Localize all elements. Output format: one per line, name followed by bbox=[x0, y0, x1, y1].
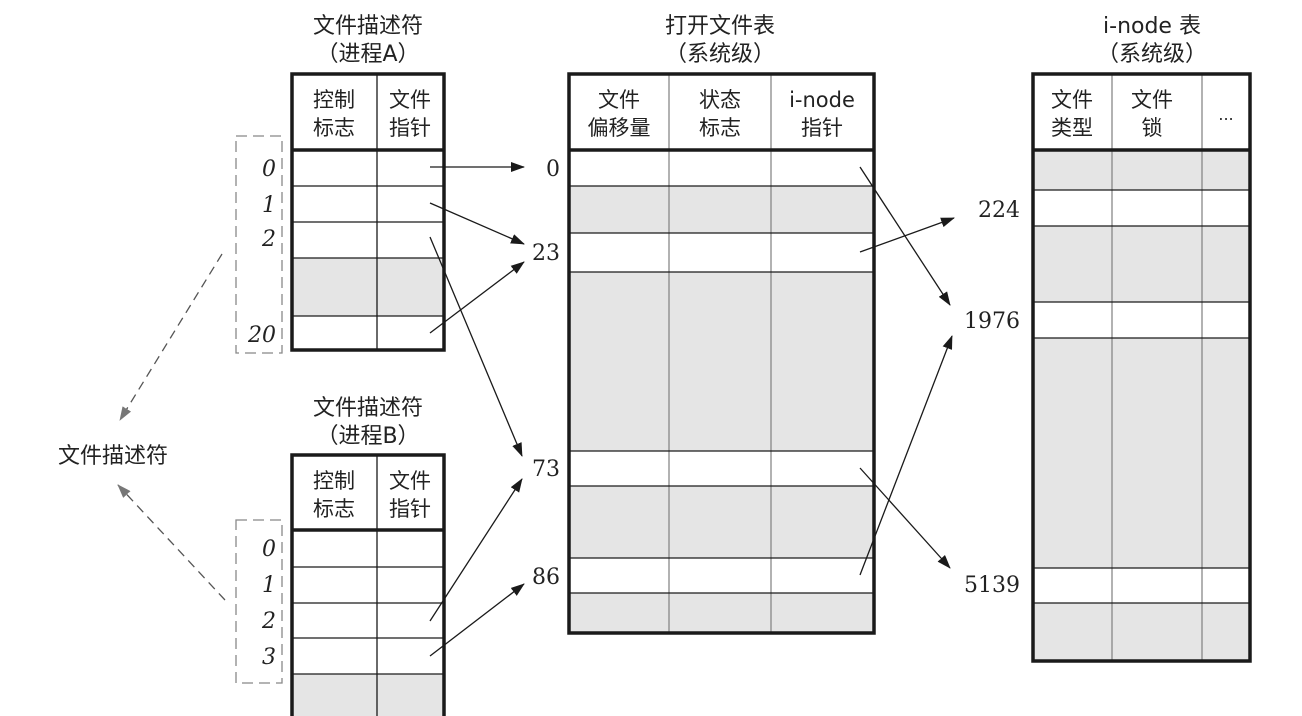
inode-shade-4 bbox=[1033, 603, 1250, 661]
fd-b-index-bracket bbox=[235, 519, 283, 684]
arrow-b2-to-73 bbox=[429, 478, 523, 622]
open-file-table: 打开文件表 （系统级） 文件 偏移量 状态 标志 i-node 指针 0 23 … bbox=[532, 14, 876, 635]
inode-table-title-line1: i-node 表 bbox=[1103, 14, 1201, 39]
fd-a-col1-line2: 标志 bbox=[313, 116, 355, 140]
oft-col1-line1: 文件 bbox=[598, 88, 640, 112]
fd-a-index-bracket bbox=[235, 135, 283, 354]
inode-shade-1 bbox=[1033, 150, 1250, 190]
fd-table-process-a: 文件描述符 （进程A） 控制 标志 文件 指针 0 1 2 20 bbox=[235, 14, 446, 354]
fd-table-process-b: 文件描述符 （进程B） 控制 标志 文件 指针 0 1 2 3 bbox=[235, 396, 446, 716]
fd-a-col1-line1: 控制 bbox=[313, 88, 355, 112]
inode-col2-line2: 锁 bbox=[1142, 116, 1163, 140]
fd-a-index-2: 2 bbox=[261, 227, 276, 252]
oft-shade-3 bbox=[569, 486, 874, 558]
oft-shade-1 bbox=[569, 186, 874, 233]
oft-shade-4 bbox=[569, 593, 874, 633]
fd-table-a-title-line2: （进程A） bbox=[316, 42, 419, 67]
fd-b-index-0: 0 bbox=[262, 537, 276, 562]
arrow-oft73-to-5139 bbox=[859, 467, 951, 569]
fd-a-col2-line1: 文件 bbox=[389, 88, 431, 112]
inode-col1-line1: 文件 bbox=[1051, 88, 1093, 112]
inode-row-label-1976: 1976 bbox=[964, 309, 1020, 334]
open-file-to-inode-arrows bbox=[859, 166, 955, 576]
oft-shade-2 bbox=[569, 272, 874, 451]
arrow-a1-to-23 bbox=[429, 202, 525, 245]
fd-b-col2-line2: 指针 bbox=[389, 497, 431, 521]
inode-col1-line2: 类型 bbox=[1051, 116, 1093, 140]
arrow-a2-to-73 bbox=[429, 236, 523, 457]
arrow-b3-to-86 bbox=[429, 583, 525, 657]
fd-table-b-title-line1: 文件描述符 bbox=[313, 396, 423, 421]
fd-b-shaded-rows bbox=[292, 674, 444, 716]
fd-b-index-3: 3 bbox=[262, 645, 276, 670]
inode-frame bbox=[1031, 72, 1252, 663]
oft-col1-line2: 偏移量 bbox=[588, 116, 651, 140]
fd-a-index-20: 20 bbox=[247, 323, 276, 348]
fd-table-a-title-line1: 文件描述符 bbox=[313, 14, 423, 39]
oft-row-label-86: 86 bbox=[532, 565, 560, 590]
fd-a-index-1: 1 bbox=[262, 193, 276, 218]
oft-col2-line1: 状态 bbox=[699, 88, 741, 112]
open-file-table-title-line2: （系统级） bbox=[665, 42, 775, 67]
oft-col2-line2: 标志 bbox=[699, 116, 741, 140]
inode-col3-ellipsis: ... bbox=[1218, 105, 1233, 124]
arrow-a20-to-23 bbox=[429, 261, 525, 334]
oft-col3-line1: i-node bbox=[789, 88, 855, 112]
oft-row-label-73: 73 bbox=[532, 457, 560, 482]
fd-side-label: 文件描述符 bbox=[58, 444, 168, 469]
fd-b-col1-line1: 控制 bbox=[313, 469, 355, 493]
side-label-arrow-down bbox=[117, 484, 226, 601]
fd-a-index-0: 0 bbox=[262, 157, 276, 182]
fd-b-index-2: 2 bbox=[261, 609, 276, 634]
fd-b-frame bbox=[290, 453, 446, 716]
arrow-oft86-to-1976 bbox=[859, 335, 953, 576]
inode-row-label-224: 224 bbox=[978, 198, 1020, 223]
inode-table-title-line2: （系统级） bbox=[1097, 42, 1207, 67]
fd-to-open-file-arrows bbox=[429, 162, 525, 657]
side-label-arrow-up bbox=[119, 253, 223, 421]
fd-b-col1-line2: 标志 bbox=[313, 497, 355, 521]
open-file-table-title-line1: 打开文件表 bbox=[665, 14, 775, 39]
fd-a-col2-line2: 指针 bbox=[389, 116, 431, 140]
inode-col2-line1: 文件 bbox=[1131, 88, 1173, 112]
fd-a-frame bbox=[290, 72, 446, 352]
oft-col3-line2: 指针 bbox=[801, 116, 843, 140]
inode-table: i-node 表 （系统级） 文件 类型 文件 锁 ... 224 1976 5… bbox=[964, 14, 1252, 663]
inode-row-label-5139: 5139 bbox=[964, 573, 1020, 598]
fd-b-index-1: 1 bbox=[262, 573, 276, 598]
inode-shade-2 bbox=[1033, 226, 1250, 302]
oft-frame bbox=[567, 72, 876, 635]
inode-shade-3 bbox=[1033, 338, 1250, 568]
arrow-oft23-to-224 bbox=[859, 217, 955, 253]
fd-table-b-title-line2: （进程B） bbox=[316, 424, 419, 449]
oft-row-label-23: 23 bbox=[532, 241, 560, 266]
fd-b-col2-line1: 文件 bbox=[389, 469, 431, 493]
oft-row-label-0: 0 bbox=[546, 157, 560, 182]
fd-a-shaded-rows bbox=[292, 258, 444, 316]
